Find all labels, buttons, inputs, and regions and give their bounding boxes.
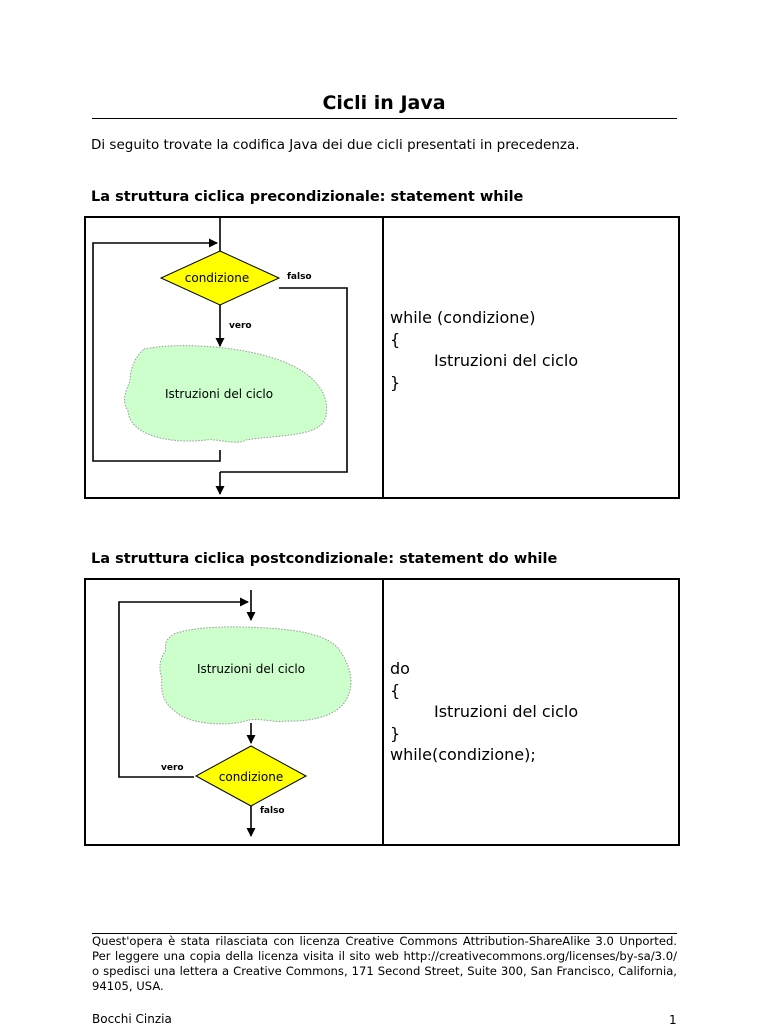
intro-text: Di seguito trovate la codifica Java dei … [91, 137, 580, 153]
code-line: } [390, 372, 401, 392]
process-label: Istruzioni del ciclo [165, 387, 273, 401]
code-line: while(condizione); [390, 745, 536, 764]
do-while-flowchart: Istruzioni del ciclo condizione vero fal… [118, 590, 352, 837]
loop-back-arrow [118, 597, 249, 778]
title-divider [92, 118, 677, 119]
code-line: { [390, 680, 401, 700]
section-heading-while: La struttura ciclica precondizionale: st… [91, 189, 524, 205]
author-name: Bocchi Cinzia [92, 1012, 172, 1026]
footer-divider [92, 933, 677, 934]
false-label: falso [287, 272, 312, 282]
do-while-code: do { Istruzioni del ciclo} while(condizione… [390, 658, 578, 766]
process-shape [159, 626, 352, 725]
while-table: condizione vero falso Istruzioni del cic… [84, 216, 680, 499]
decision-label: condizione [185, 271, 249, 285]
while-flowchart: condizione vero falso Istruzioni del cic… [92, 218, 348, 495]
section-heading-do-while: La struttura ciclica postcondizionale: s… [91, 551, 558, 567]
loop-back-arrow [92, 238, 221, 462]
code-line: { [390, 329, 401, 349]
document-title: Cicli in Java [322, 92, 446, 114]
page-number: 1 [669, 1013, 677, 1027]
code-line: while (condizione) [390, 308, 536, 327]
process-shape [124, 345, 327, 443]
true-label: vero [229, 321, 252, 331]
process-label: Istruzioni del ciclo [197, 662, 305, 676]
code-line: Istruzioni del ciclo [434, 702, 579, 721]
code-line: } [390, 723, 401, 743]
false-path [220, 287, 348, 473]
decision-label: condizione [219, 770, 283, 784]
column-divider [382, 218, 384, 497]
license-text: Quest'opera è stata rilasciata con licen… [92, 934, 677, 993]
code-line: do [390, 659, 410, 678]
column-divider [382, 580, 384, 844]
false-label: falso [260, 806, 285, 816]
do-while-table: Istruzioni del ciclo condizione vero fal… [84, 578, 680, 846]
true-label: vero [161, 763, 184, 773]
code-line: Istruzioni del ciclo [434, 351, 579, 370]
while-code: while (condizione) { Istruzioni del ciclo} [390, 307, 578, 393]
